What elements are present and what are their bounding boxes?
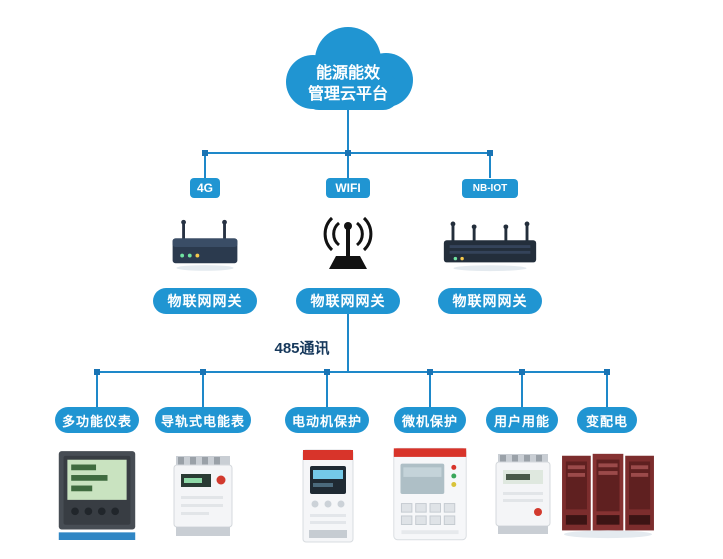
wifi-antenna-icon [323,216,373,269]
badge-wifi: WIFI [326,178,370,198]
device-label-user-energy: 用户用能 [486,407,558,433]
gateway-label-nb-iot: 物联网网关 [438,288,542,314]
badge-4g: 4G [190,178,220,198]
cloud-title-line1: 能源能效 [315,65,380,82]
din-rail-energy-meter-image [173,456,233,536]
device-label-motor-protection: 电动机保护 [285,407,369,433]
cloud-title: 能源能效 管理云平台 [268,20,428,136]
device-label-multifunction-meter: 多功能仪表 [55,407,139,433]
device-label-microcomputer-protection: 微机保护 [394,407,466,433]
cloud-icon [286,27,413,110]
motor-protection-device-image [302,449,354,543]
gateway-label-wifi: 物联网网关 [296,288,400,314]
user-energy-meter-image [495,454,551,534]
bus-485-label: 485通讯 [274,340,330,357]
power-distribution-cabinet-image [562,453,654,539]
4g-router-icon [172,219,238,271]
gateway-label-4g: 物联网网关 [153,288,257,314]
device-label-din-rail-energy-meter: 导轨式电能表 [155,407,251,433]
badge-nb-iot: NB-IOT [462,179,518,198]
multifunction-meter-image [58,451,136,540]
device-label-power-distribution: 变配电 [577,407,637,433]
cloud-platform: 能源能效 管理云平台 [268,20,428,124]
nb-iot-router-icon [443,221,537,272]
microcomputer-protection-device-image [393,447,467,541]
cloud-title-line2: 管理云平台 [307,86,388,103]
